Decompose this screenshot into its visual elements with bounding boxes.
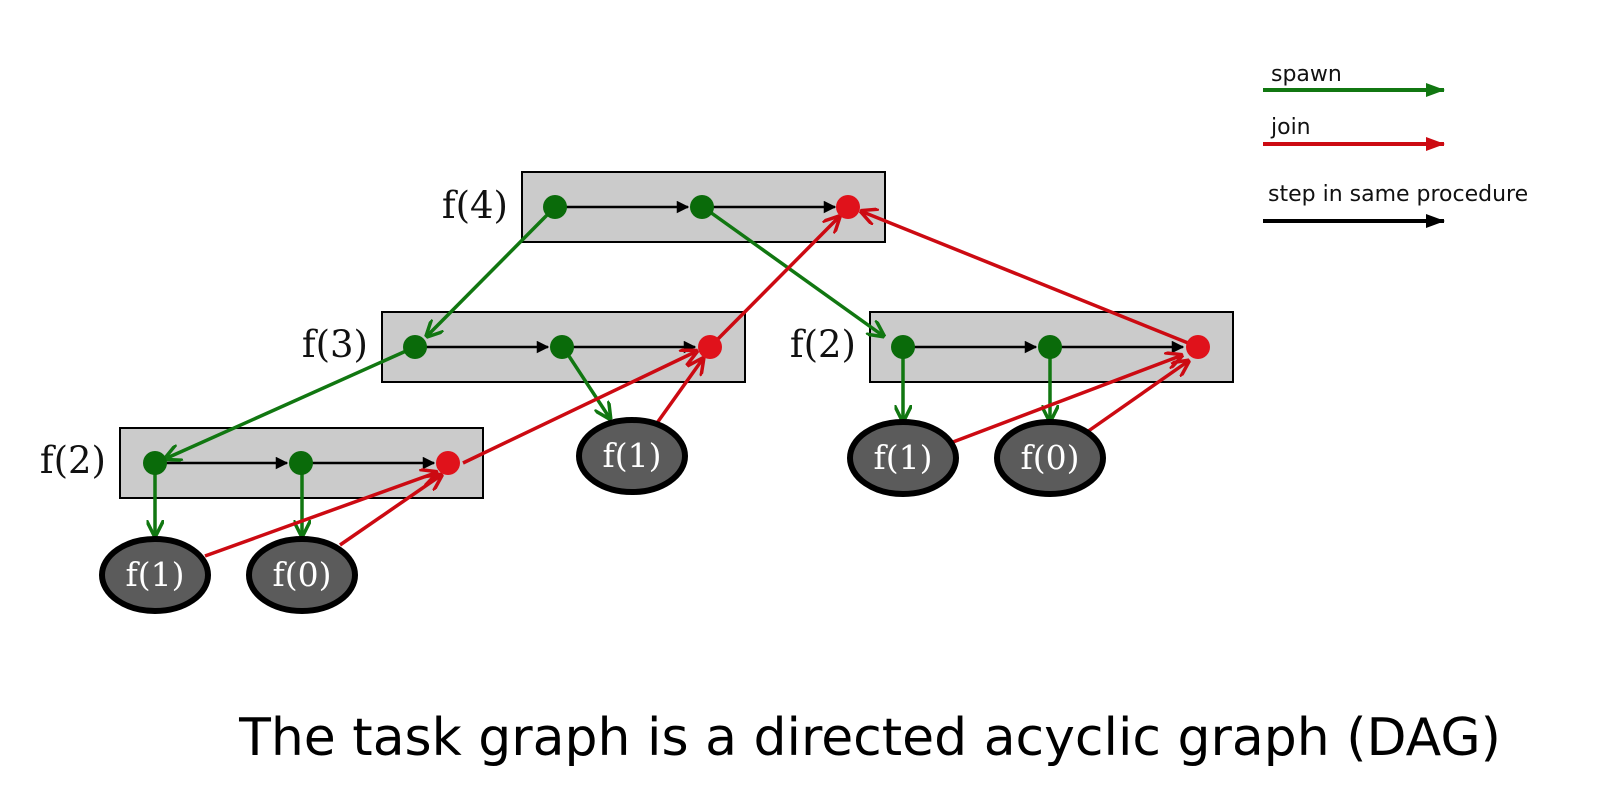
join-node [836,195,860,219]
join-edge [339,476,440,547]
join-edge [863,212,1199,349]
legend-join-arrowhead [1426,137,1445,151]
join-edge [204,473,435,558]
legend: spawn join step in same procedure [1263,62,1528,228]
leaf-label: f(0) [273,555,332,594]
leaf-node-f1 [99,536,211,614]
leaf-label: f(1) [126,555,185,594]
spawn-edge [701,205,882,335]
spawn-node [550,335,574,359]
join-edge [462,352,695,465]
leaf-node-f0 [994,419,1106,497]
spawn-edge [561,346,609,417]
join-node [1186,335,1210,359]
join-edge [1085,362,1187,434]
spawn-node [289,451,313,475]
leaf-node-f1 [576,417,688,495]
join-node [698,335,722,359]
procedure-label-f2-right: f(2) [790,323,856,366]
procedure-label-f2-left: f(2) [40,439,106,482]
procedure-label-f3: f(3) [302,323,368,366]
join-edge [952,356,1180,444]
spawn-edge [428,205,557,335]
spawn-edge [167,345,416,458]
spawn-node [891,335,915,359]
join-edge [708,218,838,349]
leaf-label: f(1) [603,436,662,475]
spawn-node [543,195,567,219]
spawn-node [403,335,427,359]
leaf-node-f0 [246,536,358,614]
leaf-node-f1 [847,419,959,497]
legend-step-label: step in same procedure [1268,182,1528,207]
legend-step-arrowhead [1426,214,1445,228]
join-node [436,451,460,475]
legend-join-label: join [1270,115,1311,140]
leaf-label: f(0) [1021,438,1080,477]
spawn-node [1038,335,1062,359]
join-edge [655,360,702,425]
legend-spawn-label: spawn [1271,62,1342,87]
spawn-node [690,195,714,219]
procedure-label-f4: f(4) [442,184,508,227]
legend-spawn-arrowhead [1426,83,1445,97]
slide-caption: The task graph is a directed acyclic gra… [238,708,1501,768]
leaf-label: f(1) [874,438,933,477]
spawn-node [143,451,167,475]
